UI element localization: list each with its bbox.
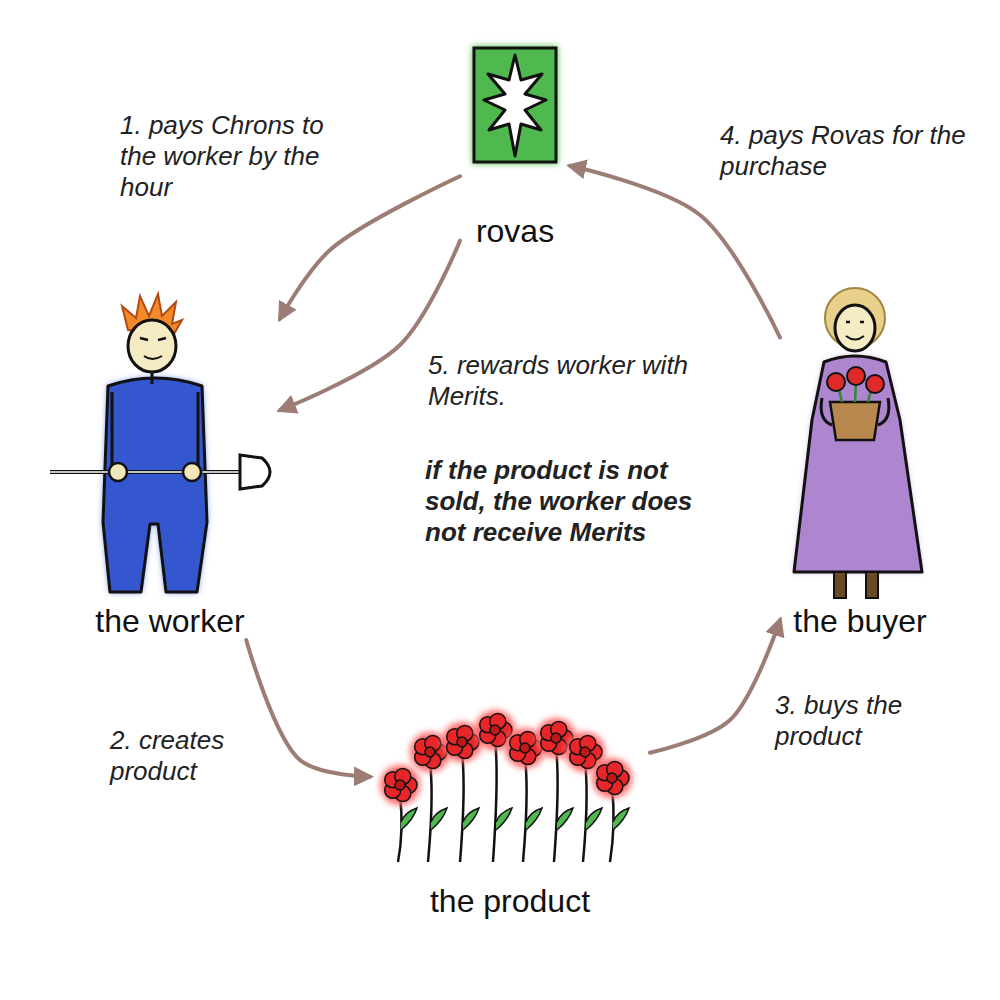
node-label: the worker: [95, 603, 244, 640]
flower-bed: [380, 710, 632, 862]
node-label: the buyer: [793, 603, 926, 640]
step-label: 1. pays Chrons to the worker by the hour: [120, 110, 335, 204]
step-label: 4. pays Rovas for the purchase: [720, 120, 975, 182]
flow-arrow: [570, 166, 780, 338]
flow-arrow: [650, 620, 780, 753]
worker-figure: [50, 294, 270, 592]
product-node: the product: [370, 700, 650, 920]
step-label: 3. buys the product: [775, 690, 975, 752]
node-label: the product: [430, 883, 590, 920]
buyer-figure: [794, 288, 922, 598]
step-label: 5. rewards worker with Merits.: [428, 350, 708, 412]
rovas-icon: [472, 46, 558, 164]
worker-node: the worker: [60, 300, 280, 640]
rovas-node: rovas: [460, 40, 570, 250]
buyer-node: the buyer: [780, 280, 940, 640]
note-text: if the product is not sold, the worker d…: [425, 455, 730, 549]
step-label: 2. creates product: [110, 725, 255, 787]
node-label: rovas: [476, 213, 554, 250]
flow-arrow: [246, 640, 370, 777]
